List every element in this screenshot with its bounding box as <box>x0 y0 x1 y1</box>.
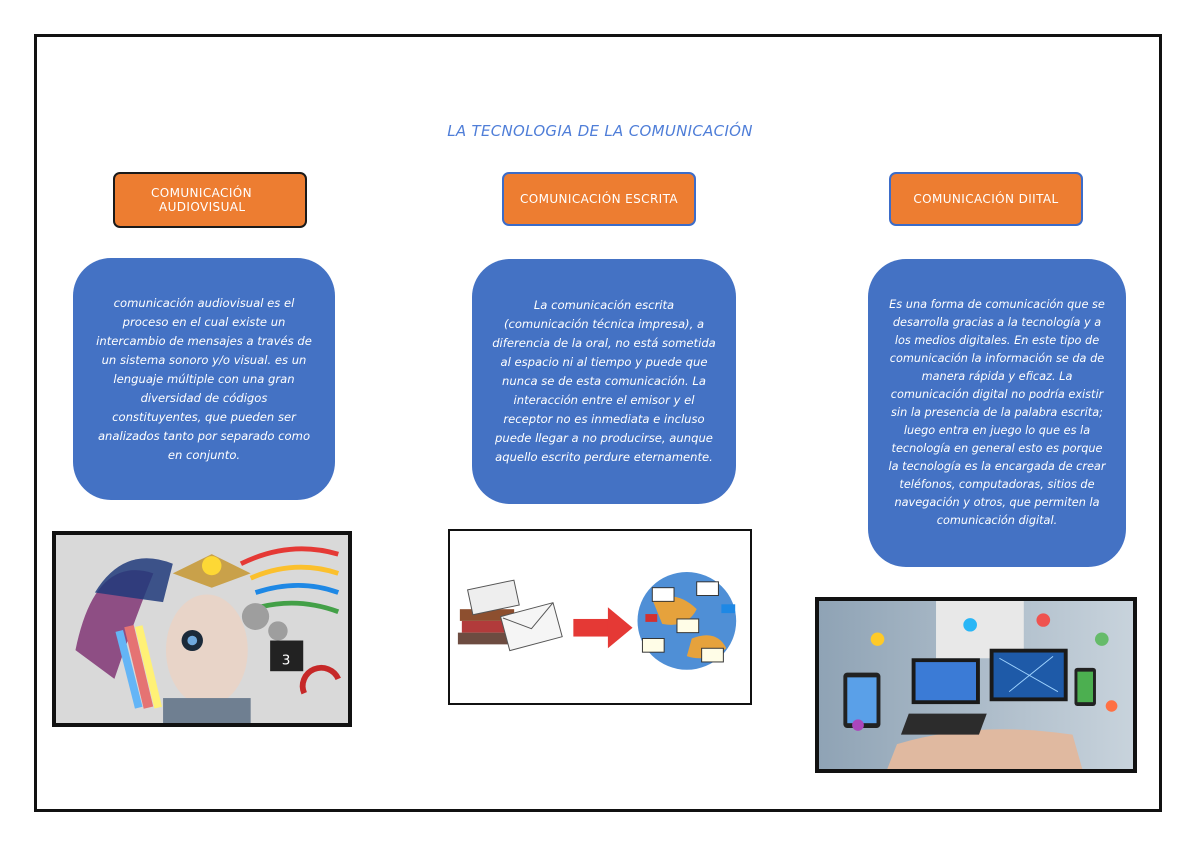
image-digital <box>815 597 1137 773</box>
image-audiovisual: 3 <box>52 531 352 727</box>
header-audiovisual-line1: COMUNICACIÓN <box>151 186 252 200</box>
image-escrita <box>448 529 752 705</box>
header-audiovisual: COMUNICACIÓN AUDIOVISUAL <box>113 172 307 228</box>
header-escrita-label: COMUNICACIÓN ESCRITA <box>519 192 679 206</box>
text-audiovisual: comunicación audiovisual es el proceso e… <box>96 295 312 462</box>
header-digital-label: COMUNICACIÓN DIITAL <box>913 192 1059 206</box>
header-escrita: COMUNICACIÓN ESCRITA <box>502 172 696 226</box>
bubble-digital: Es una forma de comunicación que se desa… <box>868 259 1126 567</box>
text-escrita: La comunicación escrita (comunicación té… <box>492 298 716 464</box>
text-digital: Es una forma de comunicación que se desa… <box>888 298 1106 527</box>
bubble-audiovisual: comunicación audiovisual es el proceso e… <box>73 258 335 500</box>
page-title: LA TECNOLOGIA DE LA COMUNICACIÓN <box>447 122 753 140</box>
header-audiovisual-line2: AUDIOVISUAL <box>159 200 246 214</box>
page-frame <box>34 34 1162 812</box>
header-digital: COMUNICACIÓN DIITAL <box>889 172 1083 226</box>
svg-text:3: 3 <box>282 653 291 669</box>
bubble-escrita: La comunicación escrita (comunicación té… <box>472 259 736 504</box>
